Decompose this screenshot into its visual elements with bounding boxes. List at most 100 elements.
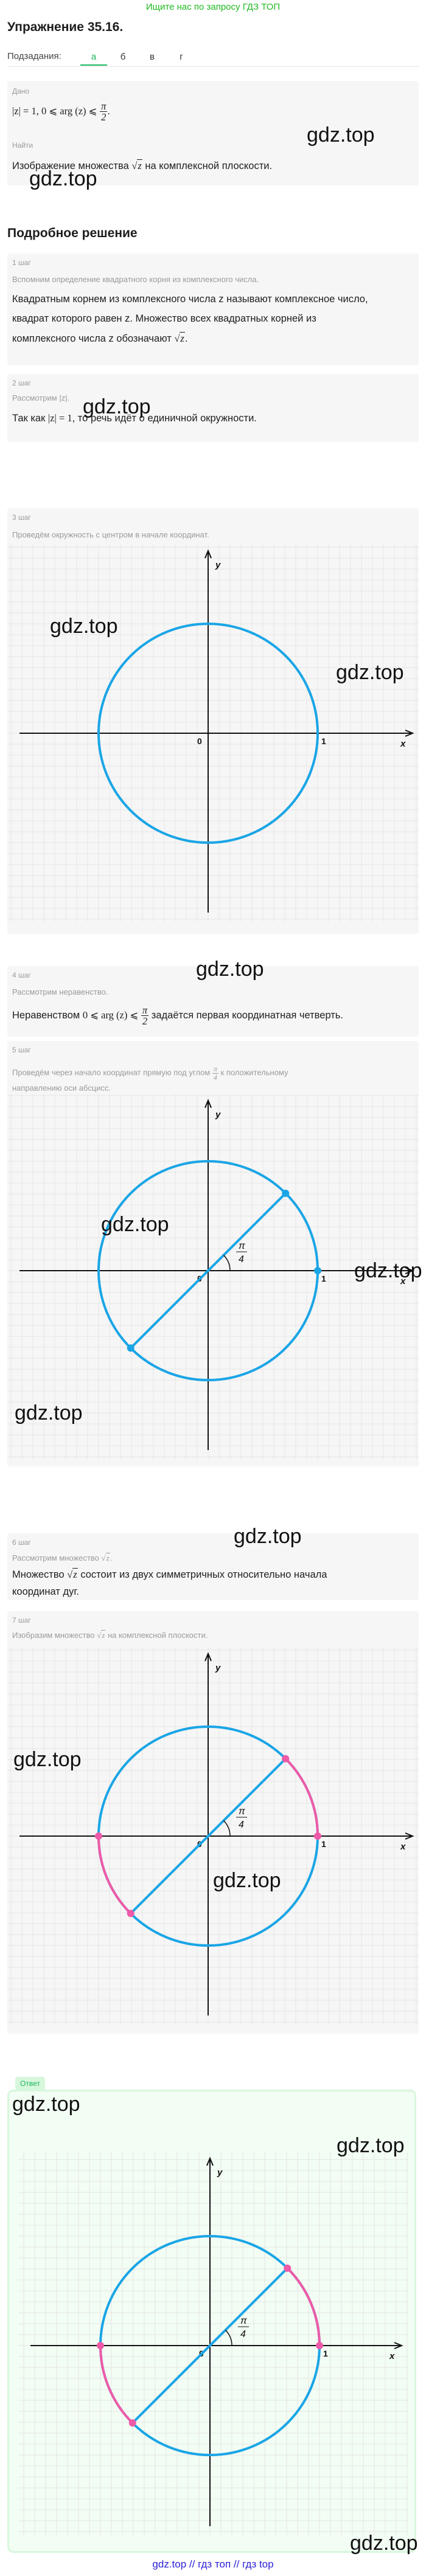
- unit-circle: [97, 623, 319, 844]
- y-axis-arrow: [204, 549, 212, 559]
- watermark: gdz.top: [50, 615, 118, 638]
- angle-den: 4: [239, 1820, 244, 1830]
- angle-arc: [225, 2330, 232, 2346]
- step-4: 4 шаг Рассмотрим неравенство. Неравенств…: [7, 958, 419, 1037]
- angle-arc: [223, 1255, 231, 1271]
- step-hint: Рассмотрим неравенство.: [12, 987, 108, 996]
- origin-label: 0: [197, 736, 202, 746]
- angle-num: π: [239, 1806, 245, 1817]
- x-axis-arrow: [405, 1267, 414, 1274]
- watermark: gdz.top: [196, 958, 264, 981]
- watermark: gdz.top: [354, 1259, 422, 1282]
- one-label: 1: [321, 1839, 326, 1849]
- y-axis-label: y: [217, 2167, 223, 2178]
- given-label: Дано: [12, 87, 30, 95]
- endpoint-dot: [95, 1832, 102, 1840]
- step-hint: Изобразим множество √z на комплексной пл…: [12, 1630, 208, 1640]
- x-axis-arrow: [405, 1832, 414, 1840]
- watermark: gdz.top: [234, 1525, 302, 1548]
- page-title: Упражнение 35.16.: [7, 20, 124, 34]
- watermark: gdz.top: [307, 123, 375, 147]
- angle-num: π: [240, 2316, 247, 2326]
- watermark: gdz.top: [336, 661, 404, 684]
- step-label: 1 шаг: [12, 258, 31, 267]
- watermark: gdz.top: [13, 1748, 82, 1771]
- step-text-line2: координат дуг.: [12, 1586, 79, 1597]
- step-hint-line2: направлению оси абсцисс.: [12, 1083, 111, 1093]
- endpoint-dot: [127, 1910, 134, 1918]
- answer-block: Ответ xy01π4 gdz.top gdz.top gdz.top: [7, 2077, 418, 2555]
- arc-first: [284, 1758, 319, 1837]
- y-axis-label: y: [215, 1663, 221, 1673]
- given-frac-den: 2: [101, 111, 106, 123]
- step-label: 7 шаг: [12, 1616, 31, 1625]
- step-hint: Рассмотрим множество √z.: [12, 1553, 113, 1563]
- x-axis-label: x: [400, 739, 406, 749]
- endpoint-dot: [314, 1832, 321, 1840]
- y-axis-label: y: [215, 1110, 221, 1120]
- angle-den: 4: [239, 1254, 244, 1265]
- endpoint-dot: [316, 2342, 323, 2349]
- x-axis-label: x: [389, 2351, 395, 2361]
- endpoint-dot: [127, 1344, 134, 1352]
- angle-arc: [223, 1820, 231, 1837]
- top-search-link[interactable]: Ищите нас по запросу ГДЗ ТОП: [145, 2, 281, 12]
- endpoint-dot: [284, 2264, 292, 2272]
- arc-first: [286, 2267, 321, 2346]
- step-text-line: Квадратным корнем из комплексного числа …: [12, 294, 368, 305]
- x-axis-label: x: [400, 1842, 406, 1852]
- watermark: gdz.top: [337, 2134, 405, 2157]
- footer-links[interactable]: gdz.top // гдз топ // гдз top: [152, 2558, 274, 2570]
- endpoint-dot: [282, 1755, 290, 1763]
- endpoint-dot: [128, 2419, 136, 2427]
- x-axis-arrow: [405, 730, 414, 737]
- watermark: gdz.top: [350, 2532, 418, 2555]
- tab-subtask-v[interactable]: в: [150, 52, 155, 62]
- tab-subtask-a[interactable]: а: [80, 49, 107, 66]
- one-label: 1: [321, 1274, 326, 1283]
- watermark: gdz.top: [15, 1401, 83, 1424]
- step-label: 3 шаг: [12, 513, 31, 522]
- y-axis-label: y: [215, 560, 221, 570]
- step-label: 6 шаг: [12, 1538, 31, 1547]
- watermark: gdz.top: [213, 1869, 281, 1892]
- subtasks-label: Подзадания:: [7, 51, 61, 61]
- given-condition-suffix: .: [107, 106, 110, 117]
- x-axis-label: x: [400, 1276, 406, 1286]
- graph-answer: xy01π4: [18, 2152, 408, 2535]
- step-7: 7 шаг Изобразим множество √z на комплекс…: [7, 1611, 419, 2034]
- find-sqrt: √z: [131, 159, 142, 171]
- one-label: 1: [323, 2349, 328, 2358]
- find-text-after: на комплексной плоскости.: [145, 161, 273, 171]
- angle-den: 4: [240, 2329, 246, 2339]
- step-text-line: комплексного числа z обозначают √z.: [12, 332, 188, 344]
- y-axis-arrow: [206, 2156, 214, 2166]
- given-condition-prefix: |z| = 1, 0 ⩽ arg (z) ⩽: [12, 105, 97, 117]
- tab-subtask-g[interactable]: г: [180, 52, 183, 62]
- find-text: Изображение множества √z на комплексной …: [12, 158, 272, 174]
- graph-quarter-line: xy01π4: [7, 1094, 419, 1459]
- watermark: gdz.top: [12, 2093, 80, 2116]
- step-5: 5 шаг Проведём через начало координат пр…: [7, 1041, 422, 1466]
- step-3: 3 шаг Проведём окружность с центром в на…: [7, 508, 419, 934]
- step-1: 1 шаг Вспомним определение квадратного к…: [7, 254, 419, 365]
- step-text: Так как |z| = 1, то речь идёт о единично…: [12, 412, 257, 424]
- sqrt-z: √z: [174, 332, 185, 344]
- answer-label: Ответ: [15, 2077, 45, 2090]
- step-text-line: квадрат которого равен z. Множество всех…: [12, 313, 316, 324]
- step-hint: Вспомним определение квадратного корня и…: [12, 275, 259, 284]
- find-text-before: Изображение множества: [12, 161, 129, 171]
- diagonal-line: [130, 1192, 287, 1349]
- angle-num: π: [239, 1241, 245, 1251]
- tab-subtask-b[interactable]: б: [120, 52, 126, 62]
- step-label: 2 шаг: [12, 379, 31, 387]
- watermark: gdz.top: [29, 167, 97, 190]
- tabs-divider: [7, 66, 419, 67]
- step-hint: Проведём окружность с центром в начале к…: [12, 530, 209, 539]
- step-label: 5 шаг: [12, 1046, 31, 1054]
- step-2: 2 шаг Рассмотрим |z|. Так как |z| = 1, т…: [7, 374, 419, 442]
